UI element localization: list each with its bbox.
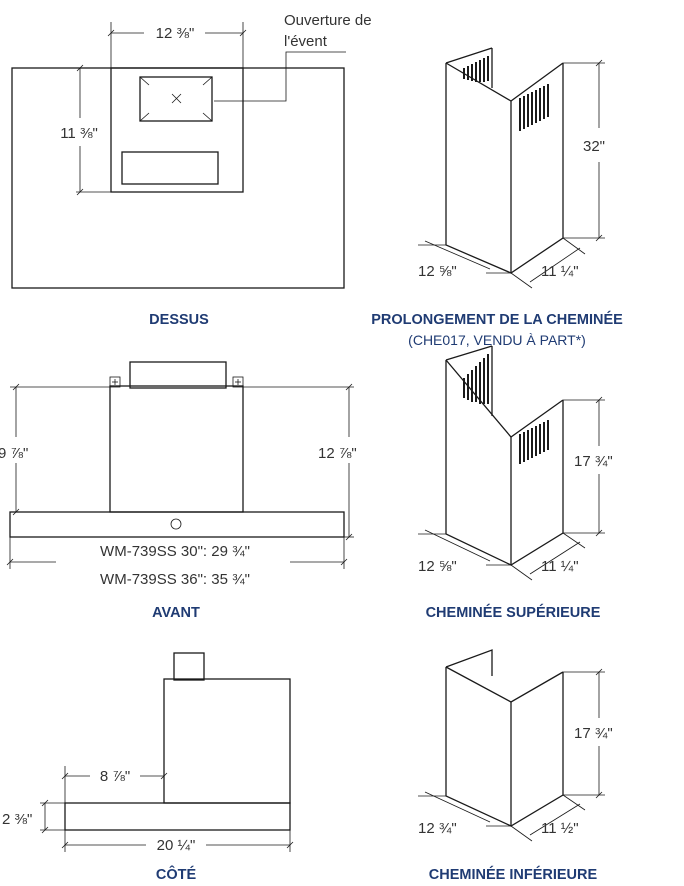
vent-label-line1: Ouverture de xyxy=(284,12,372,29)
upper-vent-grille-right xyxy=(519,420,549,464)
side-hood-body xyxy=(64,802,291,831)
upper-right-depth-label: 11 ¼" xyxy=(541,558,579,575)
vent-grille-left xyxy=(463,56,489,82)
upper-left-depth-label: 12 ⅝" xyxy=(418,558,457,575)
vent-label-line2: l'évent xyxy=(284,33,328,50)
lower-chimney-view: 17 ¾" 12 ¾" 11 ½" CHEMINÉE INFÉRIEURE xyxy=(418,649,613,883)
chimney-footprint xyxy=(110,67,244,193)
front-chimney xyxy=(109,385,244,513)
front-right-height-label: 12 ⅞" xyxy=(318,445,357,462)
front-width-30-label: WM-739SS 30": 29 ¾" xyxy=(100,543,250,560)
lower-height-label: 17 ¾" xyxy=(574,725,613,742)
side-view: 8 ⅞" 2 ⅜" 20 ¼" CÔTÉ xyxy=(2,652,294,883)
vent-grille-right xyxy=(519,84,549,131)
extension-height-label: 32" xyxy=(583,138,605,155)
extension-left-depth-label: 12 ⅝" xyxy=(418,263,457,280)
upper-height-label: 17 ¾" xyxy=(574,453,613,470)
upper-chimney-title: CHEMINÉE SUPÉRIEURE xyxy=(426,604,601,621)
vent-opening xyxy=(139,76,213,122)
top-width-label: 12 ⅜" xyxy=(156,25,195,42)
top-view-title: DESSUS xyxy=(149,312,209,328)
side-chimney xyxy=(163,678,291,804)
extension-title: PROLONGEMENT DE LA CHEMINÉE xyxy=(371,311,623,328)
front-view: 9 ⅞" 12 ⅞" WM-739SS 30": 29 ¾" WM-739SS … xyxy=(0,361,357,621)
side-duct-collar xyxy=(173,652,205,681)
side-depth-label: 8 ⅞" xyxy=(100,768,130,785)
front-duct-collar xyxy=(129,361,227,389)
upper-chimney-view: 17 ¾" 12 ⅝" 11 ¼" CHEMINÉE SUPÉRIEURE xyxy=(418,345,613,621)
lower-chimney-title: CHEMINÉE INFÉRIEURE xyxy=(429,866,598,883)
hood-outline xyxy=(11,67,345,289)
side-view-title: CÔTÉ xyxy=(156,865,197,883)
extension-view: 32" 12 ⅝" 11 ¼" PROLONGEMENT DE LA CHEMI… xyxy=(371,47,623,348)
extension-subtitle: (CHE017, VENDU À PART*) xyxy=(408,332,586,348)
lower-right-depth-label: 11 ½" xyxy=(541,820,579,837)
upper-vent-grille-left xyxy=(463,354,489,404)
side-width-label: 20 ¼" xyxy=(157,837,196,854)
front-light xyxy=(170,518,182,530)
extension-right-depth-label: 11 ¼" xyxy=(541,263,579,280)
lower-left-depth-label: 12 ¾" xyxy=(418,820,457,837)
front-hood-body xyxy=(9,511,345,538)
top-view: 12 ⅜" 11 ⅜" Ouverture de l'évent DESSUS xyxy=(11,12,372,328)
front-width-36-label: WM-739SS 36": 35 ¾" xyxy=(100,571,250,588)
side-thickness-label: 2 ⅜" xyxy=(2,811,32,828)
top-height-label: 11 ⅜" xyxy=(60,125,98,142)
control-panel xyxy=(121,151,219,185)
front-view-title: AVANT xyxy=(152,605,200,621)
front-left-height-label: 9 ⅞" xyxy=(0,445,28,462)
